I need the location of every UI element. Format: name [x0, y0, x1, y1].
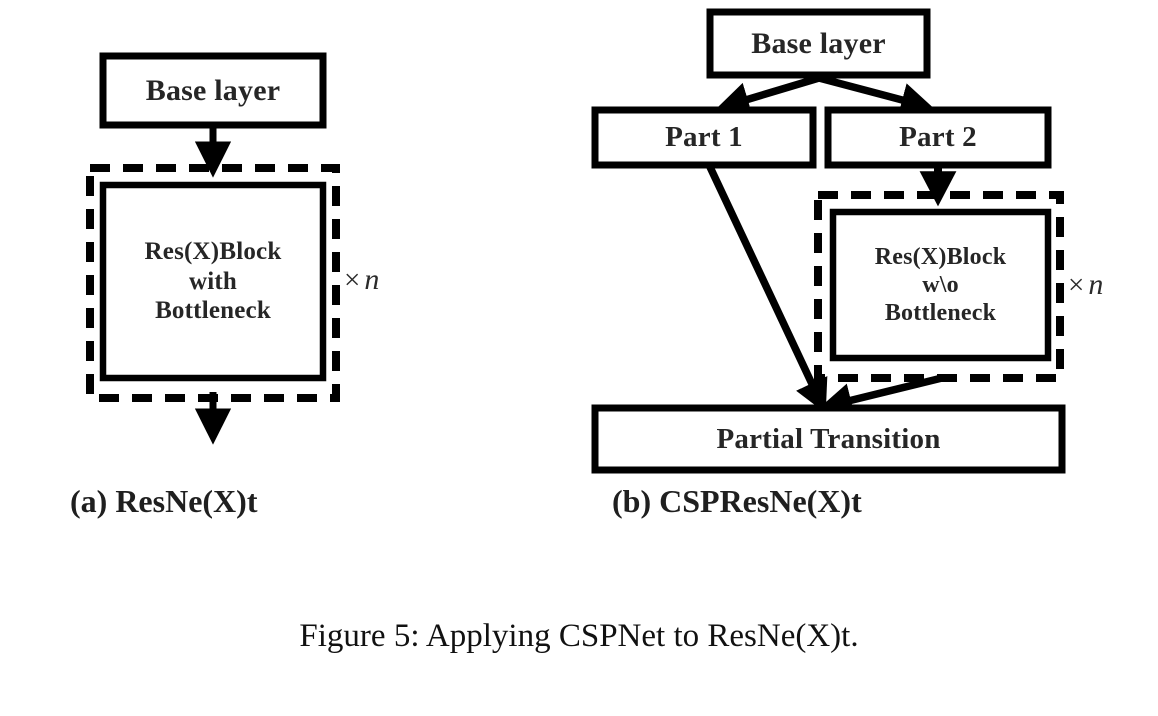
edge-base-to-part2-b [818, 74, 935, 117]
node-base-layer-b [706, 8, 931, 79]
diagram-b-group [591, 8, 1066, 474]
node-part1-b [591, 106, 817, 169]
node-base-layer-a [99, 52, 327, 129]
node-res-block-a [99, 181, 327, 382]
node-part2-b [824, 106, 1052, 169]
node-res-block-b [829, 208, 1052, 362]
edge-part1-to-transition-b [706, 165, 828, 414]
edge-base-to-part1-b [716, 74, 821, 116]
node-partial-transition-b [591, 404, 1066, 474]
edge-block-to-transition-b [818, 374, 943, 418]
diagram-a-group [86, 52, 340, 445]
